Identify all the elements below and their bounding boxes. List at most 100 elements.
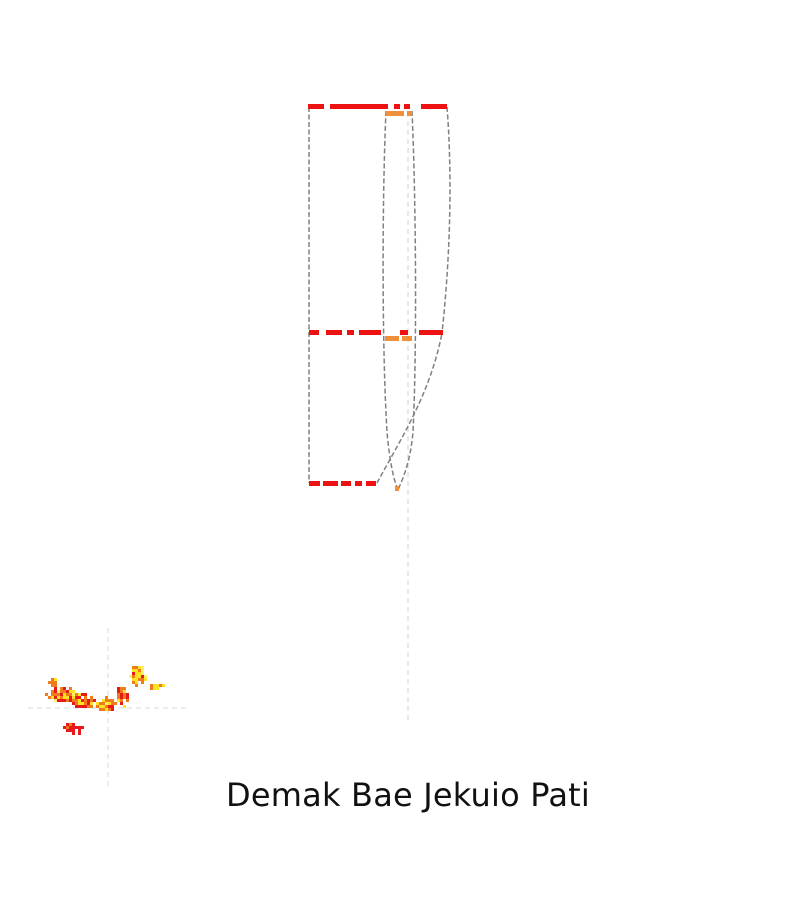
inset-pixel [150, 687, 153, 690]
inset-pixel [57, 699, 60, 702]
inset-pixel [69, 693, 72, 696]
inset-pixel [135, 684, 138, 687]
inset-pixel [84, 699, 87, 702]
inset-pixel [72, 696, 75, 699]
inset-pixel [78, 702, 81, 705]
inset-pixel [72, 726, 75, 729]
inset-pixel [108, 705, 111, 708]
inset-pixel [60, 693, 63, 696]
inset-pixel [84, 693, 87, 696]
inset-pixel [78, 696, 81, 699]
boundary-inner-lens-left [382, 110, 399, 491]
inset-pixel [132, 675, 135, 678]
inset-pixel [93, 699, 96, 702]
inset-pixel [51, 690, 54, 693]
inset-pixel [138, 666, 141, 669]
road-dash [419, 330, 443, 335]
inset-pixel [96, 702, 99, 705]
road-dash [347, 330, 354, 335]
inset-choropleth [45, 666, 165, 735]
inset-pixel [72, 729, 75, 732]
inset-pixel [111, 702, 114, 705]
inset-pixel [141, 678, 144, 681]
inset-pixel [135, 669, 138, 672]
road-dash [421, 104, 447, 109]
road-dash [407, 111, 412, 116]
inset-pixel [159, 684, 162, 687]
inset-pixel [72, 702, 75, 705]
inset-pixel [81, 702, 84, 705]
inset-pixel [90, 699, 93, 702]
inset-pixel [54, 681, 57, 684]
inset-pixel [120, 693, 123, 696]
inset-pixel [48, 681, 51, 684]
inset-pixel [150, 684, 153, 687]
inset-pixel [66, 729, 69, 732]
inset-pixel [84, 705, 87, 708]
inset-pixel [75, 696, 78, 699]
inset-pixel [54, 684, 57, 687]
inset-pixel [81, 699, 84, 702]
inset-pixel [72, 693, 75, 696]
inset-pixel [75, 702, 78, 705]
inset-pixel [78, 693, 81, 696]
boundary-inner-lens-right [397, 110, 417, 491]
inset-pixel [69, 729, 72, 732]
inset-pixel [90, 696, 93, 699]
inset-pixel [144, 675, 147, 678]
inset-pixel [48, 696, 51, 699]
road-dash [309, 481, 320, 486]
inset-pixel [90, 702, 93, 705]
inset-pixel [96, 705, 99, 708]
inset-pixel [141, 672, 144, 675]
inset-pixel [105, 699, 108, 702]
road-dash [404, 104, 410, 109]
inset-pixel [99, 705, 102, 708]
inset-pixel [156, 684, 159, 687]
inset-pixel [63, 699, 66, 702]
inset-pixel [63, 726, 66, 729]
inset-pixel [63, 690, 66, 693]
inset-pixel [57, 690, 60, 693]
inset-pixel [78, 705, 81, 708]
inset-pixel [102, 699, 105, 702]
inset-pixel [75, 726, 78, 729]
road-dash [366, 481, 376, 486]
inset-pixel [81, 693, 84, 696]
inset-pixel [51, 693, 54, 696]
inset-pixel [66, 726, 69, 729]
inset-pixel [108, 702, 111, 705]
inset-pixel [117, 696, 120, 699]
inset-pixel [51, 681, 54, 684]
inset-pixel [156, 687, 159, 690]
inset-pixel [129, 675, 132, 678]
inset-pixel [78, 732, 81, 735]
inset-pixel [141, 669, 144, 672]
inset-pixel [54, 690, 57, 693]
inset-pixel [123, 705, 126, 708]
inset-pixel [66, 690, 69, 693]
inset-pixel [87, 705, 90, 708]
inset-pixel [63, 693, 66, 696]
inset-pixel [126, 693, 129, 696]
inset-pixel [84, 702, 87, 705]
inset-pixel [78, 729, 81, 732]
inset-pixel [60, 699, 63, 702]
inset-pixel [51, 678, 54, 681]
inset-pixel [132, 666, 135, 669]
inset-pixel [66, 693, 69, 696]
inset-pixel [99, 702, 102, 705]
road-dash [308, 104, 324, 109]
road-segments-orange [385, 111, 412, 491]
inset-pixel [90, 705, 93, 708]
inset-pixel [120, 690, 123, 693]
boundary-right-curve [441, 106, 451, 334]
inset-pixel [54, 693, 57, 696]
road-dash [341, 481, 351, 486]
inset-pixel [135, 666, 138, 669]
inset-pixel [117, 690, 120, 693]
inset-pixel [87, 699, 90, 702]
road-dash [402, 336, 412, 341]
inset-pixel [162, 684, 165, 687]
